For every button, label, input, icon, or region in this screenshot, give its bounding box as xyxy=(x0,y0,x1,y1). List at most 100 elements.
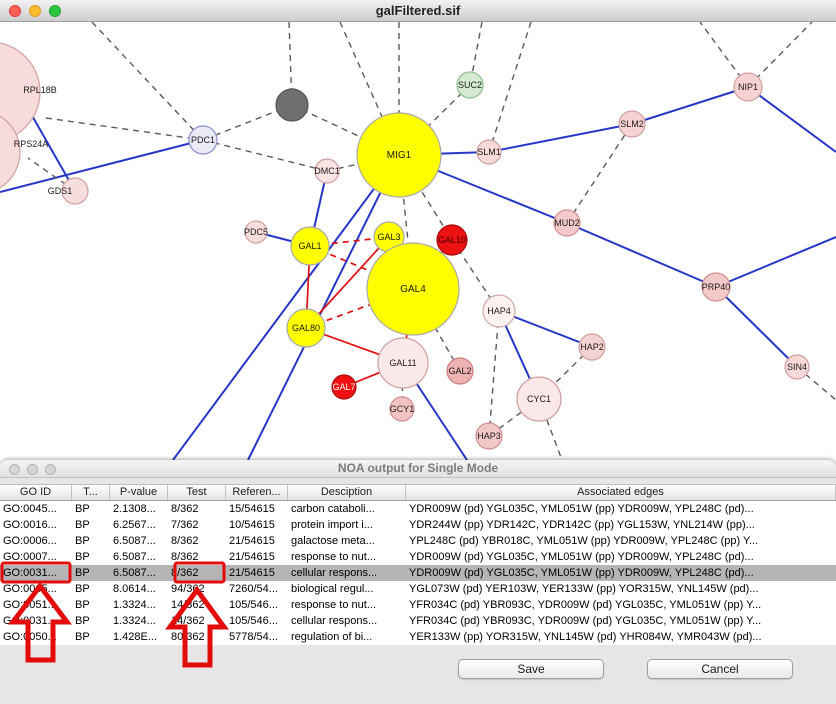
column-header-desciption[interactable]: Desciption xyxy=(288,485,406,500)
network-node-hap3[interactable] xyxy=(475,422,503,450)
table-cell: response to nut... xyxy=(291,551,376,563)
network-node-gal1[interactable] xyxy=(290,226,330,266)
network-node-rps24a[interactable] xyxy=(0,110,21,194)
table-cell: response to nut... xyxy=(291,599,376,611)
network-node-slm2[interactable] xyxy=(618,110,646,138)
network-edge xyxy=(488,123,633,153)
network-edge xyxy=(796,366,836,401)
column-header-associated-edges[interactable]: Associated edges xyxy=(406,485,836,500)
network-node-label: SIN4 xyxy=(787,362,807,372)
zoom-button[interactable] xyxy=(49,5,61,17)
network-edge xyxy=(172,154,400,460)
network-node-prp40[interactable] xyxy=(701,272,731,302)
column-header-test[interactable]: Test xyxy=(168,485,226,500)
network-node-gal80[interactable] xyxy=(286,308,326,348)
column-header-go-id[interactable]: GO ID xyxy=(0,485,72,500)
network-node-gal7[interactable] xyxy=(331,374,357,400)
network-node-mud2[interactable] xyxy=(553,209,581,237)
table-cell: 8/362 xyxy=(171,567,199,579)
table-cell: BP xyxy=(75,631,90,643)
table-cell: 7/362 xyxy=(171,519,199,531)
table-cell: 6.5087... xyxy=(113,535,156,547)
table-cell: YFR034C (pd) YBR093C, YDR009W (pd) YGL03… xyxy=(409,615,762,627)
network-edge xyxy=(202,139,328,172)
network-edge xyxy=(291,104,400,156)
save-button[interactable]: Save xyxy=(458,659,604,679)
network-node-label: DMC1 xyxy=(314,166,340,176)
table-cell: 21/54615 xyxy=(229,551,275,563)
close-button[interactable] xyxy=(9,464,20,475)
network-edge xyxy=(747,86,836,153)
table-cell: protein import i... xyxy=(291,519,373,531)
network-edge xyxy=(305,236,390,329)
table-cell: 8.0614... xyxy=(113,583,156,595)
network-node-gal4[interactable] xyxy=(366,242,460,336)
network-node-gal11[interactable] xyxy=(377,337,429,389)
table-cell: 7260/54... xyxy=(229,583,278,595)
minimize-button[interactable] xyxy=(29,5,41,17)
network-node-cyc1[interactable] xyxy=(516,376,562,422)
network-node-gal10[interactable] xyxy=(436,224,468,256)
network-node-gds1[interactable] xyxy=(61,177,89,205)
network-node-slm1[interactable] xyxy=(476,139,502,165)
network-node-label: HAP4 xyxy=(487,306,511,316)
traffic-lights-inactive xyxy=(9,464,56,475)
network-node-hap2[interactable] xyxy=(578,333,606,361)
network-node-label: RPL18B xyxy=(23,85,57,95)
close-button[interactable] xyxy=(9,5,21,17)
table-cell: 14/362 xyxy=(171,599,205,611)
column-header-p-value[interactable]: P-value xyxy=(110,485,168,500)
column-header-referen-[interactable]: Referen... xyxy=(226,485,288,500)
network-node-nip1[interactable] xyxy=(733,72,763,102)
table-cell: GO:0045... xyxy=(3,503,57,515)
network-node-suc2[interactable] xyxy=(456,71,484,99)
table-cell: YDR009W (pd) YGL035C, YML051W (pp) YDR00… xyxy=(409,503,754,515)
network-edge xyxy=(305,288,414,329)
network-node-gcy1[interactable] xyxy=(389,396,415,422)
table-cell: 94/362 xyxy=(171,583,205,595)
network-node-sin4[interactable] xyxy=(784,354,810,380)
table-cell: GO:0050... xyxy=(3,631,57,643)
network-node-rpl18b[interactable] xyxy=(0,42,41,142)
table-cell: 6.5087... xyxy=(113,551,156,563)
network-node-label: CYC1 xyxy=(527,394,551,404)
network-node-hap4[interactable] xyxy=(482,294,516,328)
table-cell: BP xyxy=(75,535,90,547)
table-cell: cellular respons... xyxy=(291,567,378,579)
table-cell: YER133W (pp) YOR315W, YNL145W (pd) YHR08… xyxy=(409,631,762,643)
network-node-label: SUC2 xyxy=(458,80,482,90)
network-node-pdc5[interactable] xyxy=(244,220,268,244)
network-node-label: GAL10 xyxy=(438,235,466,245)
table-cell: BP xyxy=(75,551,90,563)
table-cell: BP xyxy=(75,615,90,627)
zoom-button[interactable] xyxy=(45,464,56,475)
table-cell: GO:0065... xyxy=(3,583,57,595)
network-node-dmc1[interactable] xyxy=(314,158,340,184)
network-node-pdc1[interactable] xyxy=(188,125,218,155)
cancel-button[interactable]: Cancel xyxy=(647,659,793,679)
column-header-t-[interactable]: T... xyxy=(72,485,110,500)
table-cell: GO:0031... xyxy=(3,567,57,579)
network-node-unnamed[interactable] xyxy=(275,88,309,122)
network-node-mig1[interactable] xyxy=(356,112,442,198)
network-node-label: GCY1 xyxy=(390,404,415,414)
minimize-button[interactable] xyxy=(27,464,38,475)
table-cell: 1.3324... xyxy=(113,599,156,611)
table-cell: GO:0016... xyxy=(3,519,57,531)
network-node-gal2[interactable] xyxy=(446,357,474,385)
table-cell: 105/546... xyxy=(229,615,278,627)
table-cell: 5778/54... xyxy=(229,631,278,643)
network-node-label: GAL7 xyxy=(332,382,355,392)
window-title: galFiltered.sif xyxy=(375,3,461,18)
table-cell: 105/546... xyxy=(229,599,278,611)
